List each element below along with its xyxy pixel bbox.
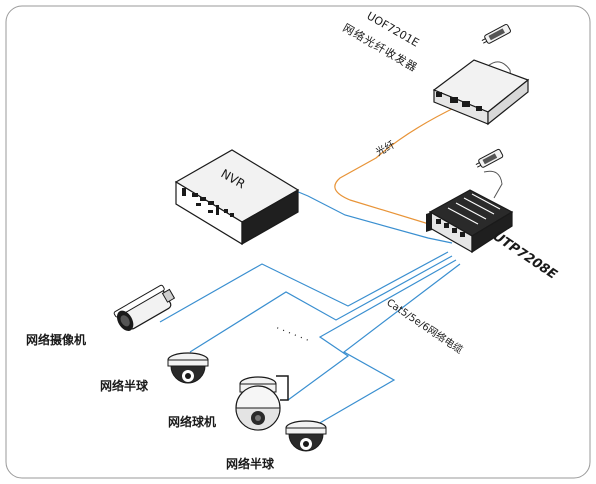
nvr-cable <box>283 185 453 244</box>
fiber-cable <box>334 105 459 229</box>
speed-dome-camera-icon <box>235 375 289 431</box>
bullet-camera-icon <box>113 284 176 331</box>
media-converter-icon <box>432 59 530 126</box>
poe-switch-icon <box>426 189 514 254</box>
switch-power-lead <box>483 170 503 199</box>
power-adapter-icon <box>481 23 511 44</box>
diagram-frame <box>5 5 591 479</box>
cable-type-label: Cat5/5e/6网络电缆 <box>384 296 465 357</box>
dome-camera-2-label: 网络半球 <box>226 456 275 471</box>
dome-camera-icon <box>167 352 209 384</box>
power-adapter-icon <box>475 148 504 168</box>
more-devices-ellipsis: . . . . . . <box>275 321 312 344</box>
fiber-label: 光纤 <box>373 138 397 159</box>
dome-camera-icon <box>285 420 327 452</box>
converter-power-lead <box>487 61 513 91</box>
bullet-camera-cable <box>159 251 449 323</box>
switch-model-label: UTP7208E <box>490 229 560 283</box>
nvr-recorder-icon <box>174 149 300 246</box>
speed-dome-cable <box>287 259 457 401</box>
bullet-camera-label: 网络摄像机 <box>26 332 86 347</box>
dome-camera-1-cable <box>189 255 453 353</box>
dome-camera-1-label: 网络半球 <box>100 378 149 393</box>
speed-dome-label: 网络球机 <box>168 414 216 429</box>
dome-camera-2-cable <box>317 263 461 425</box>
cable-group <box>159 185 461 425</box>
